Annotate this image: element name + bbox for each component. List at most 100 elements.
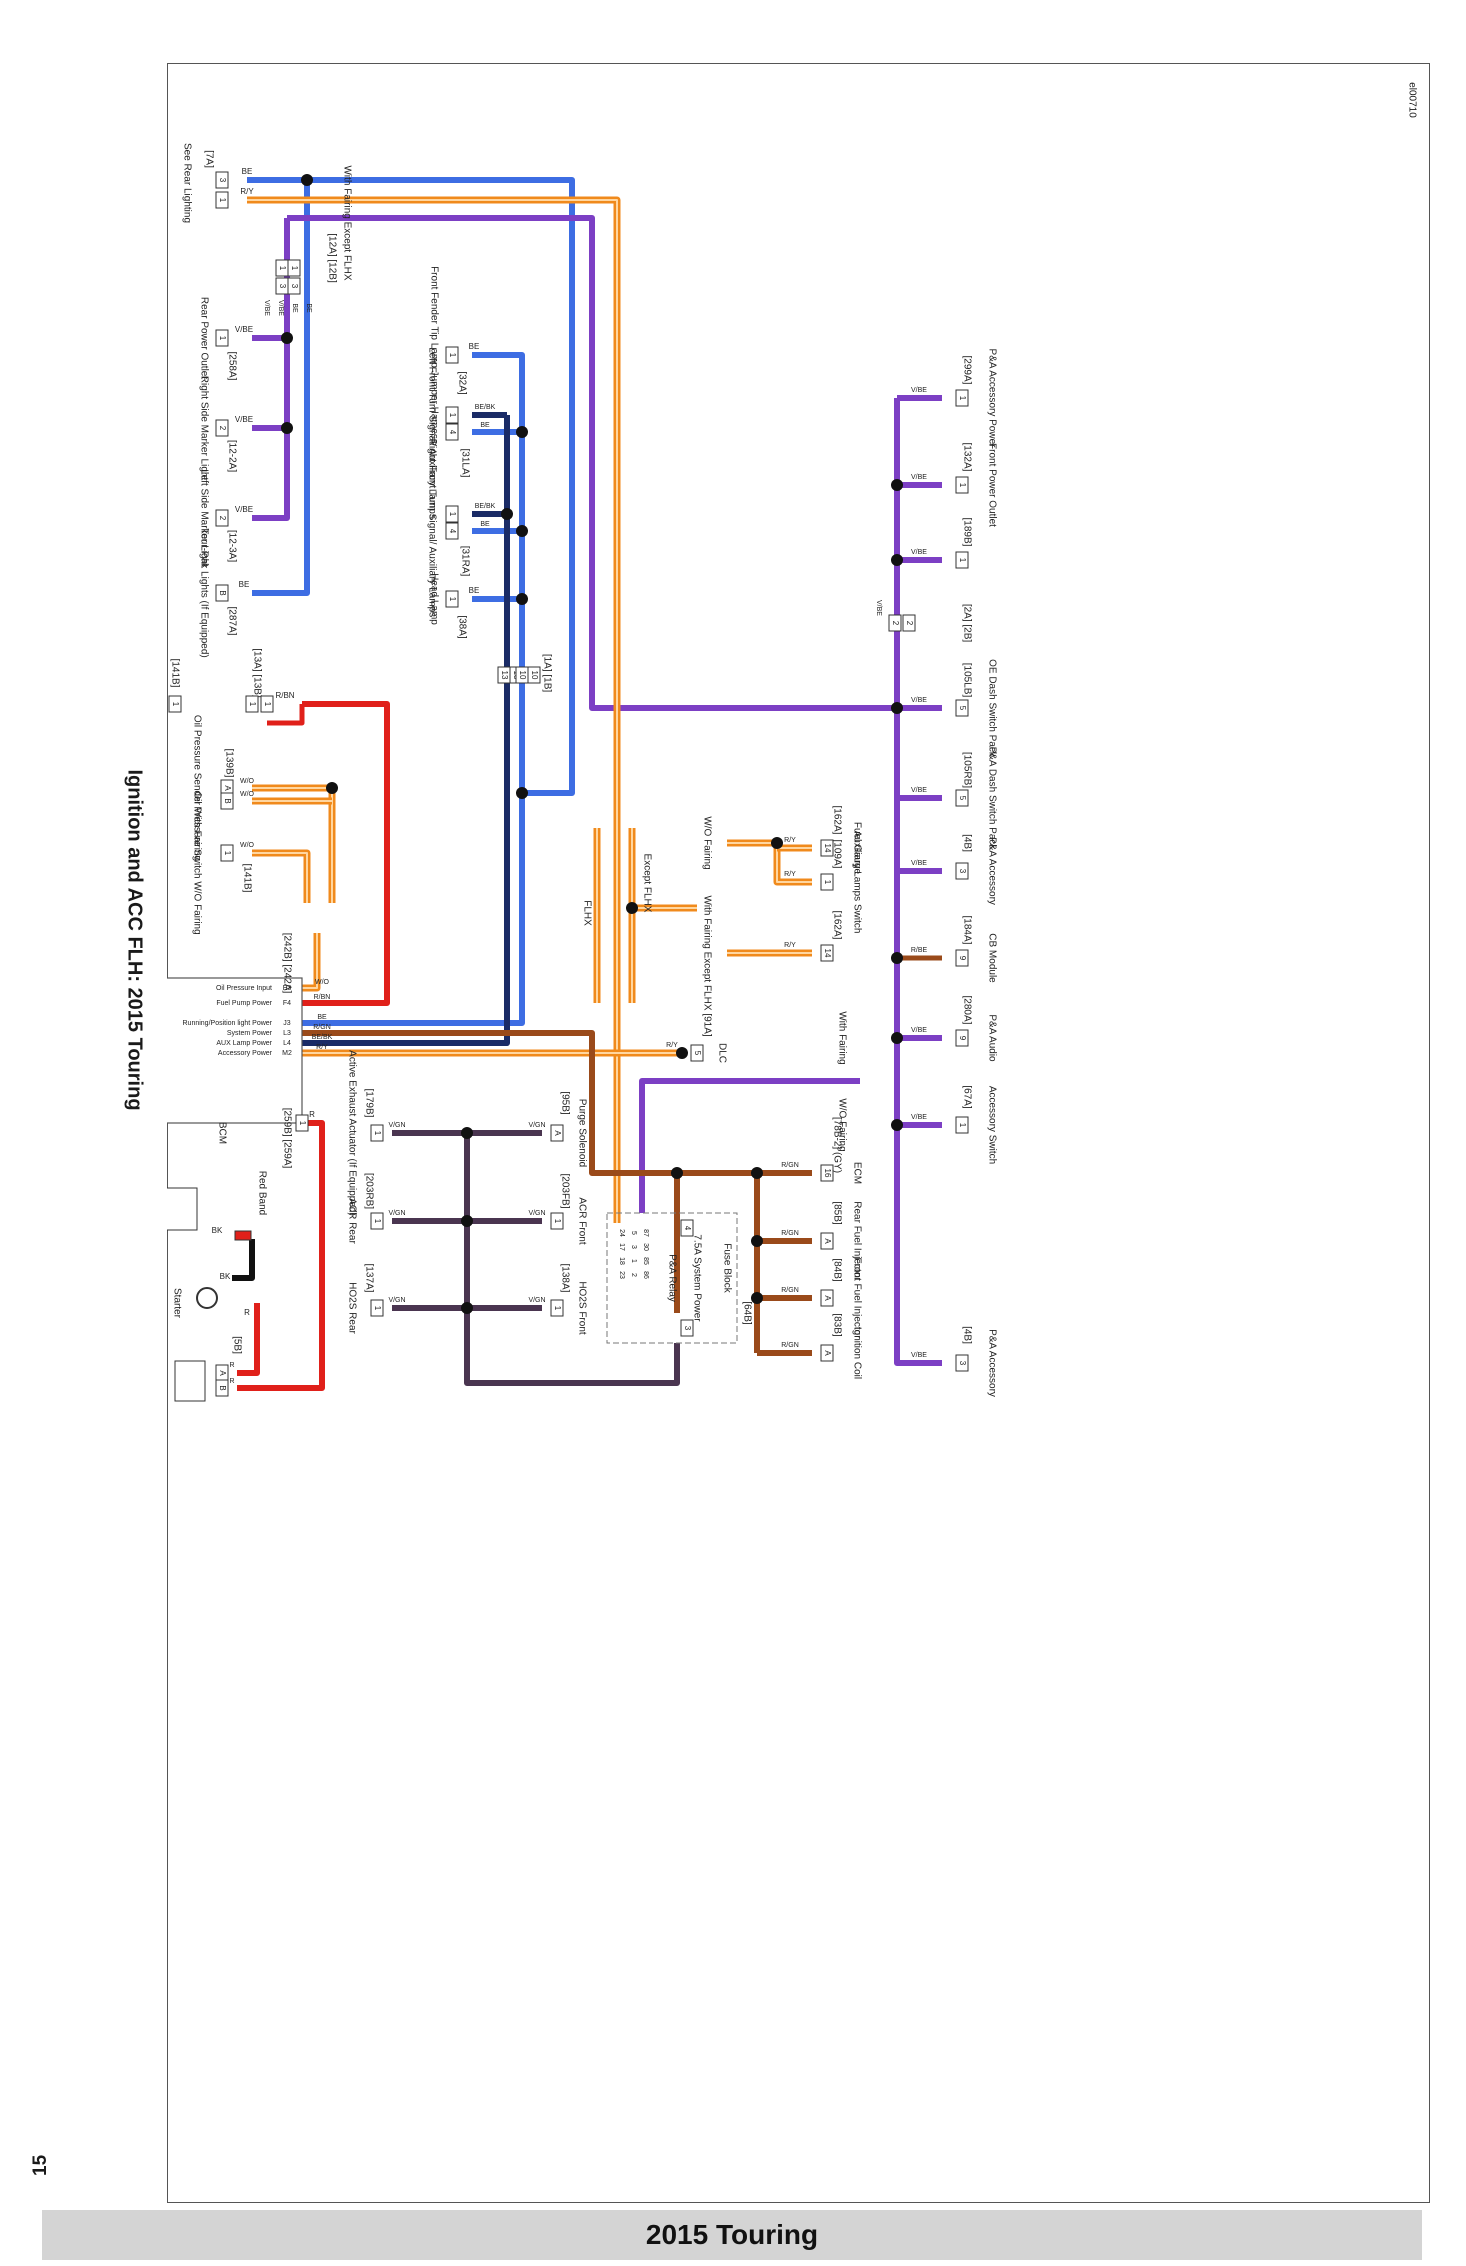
bcm-row-5-pin: M2 (282, 1050, 292, 1057)
right-front-turn-pin-1 (445, 505, 459, 523)
pa-accessory-4b-pin-label: 3 (958, 869, 967, 874)
purge-solenoid-pin-label: A (553, 1130, 562, 1136)
front-fender-tip-pin-label: 1 (448, 353, 457, 358)
conn-13ab-pin-a (245, 695, 259, 713)
tour-pak-pin-label: B (218, 590, 227, 595)
wire-wo-sender-stripe (252, 787, 333, 903)
ho2s-front-pin-label: 1 (553, 1306, 562, 1311)
splice-dot-3 (516, 426, 528, 438)
relay-pin-4: 3 (630, 1245, 637, 1249)
main-fuse-wire-b: R (229, 1378, 234, 1385)
wire-ry-rear-lighting-stripe (247, 199, 618, 1223)
accessory-switch-pin (955, 1116, 969, 1134)
aux-lamps-switch-conn: [109A] (831, 840, 842, 869)
bcm-row-2-wire: BE (317, 1014, 327, 1021)
right-side-marker-label: Right Side Marker Light (198, 376, 209, 481)
active-exhaust-pin-label: 1 (373, 1131, 382, 1136)
left-front-turn-pin-4-label: 4 (448, 430, 457, 435)
wire-rbn-fuel-pump (267, 704, 305, 726)
pa-accessory-power-pin-label: 1 (958, 396, 967, 401)
bcm-power-pin (295, 1114, 309, 1132)
front-fender-tip-label: Front Fender Tip Lamp Jumper Harness (428, 266, 439, 444)
rear-lighting-wire-ry: R/Y (240, 187, 254, 196)
main-fuse-symbol (174, 1360, 206, 1402)
bcm-row-2-pin: J3 (283, 1020, 291, 1027)
fairing-pin-1 (287, 259, 301, 277)
pa-audio-conn: [280A] (961, 996, 972, 1025)
wire-bebk-aux-lamp (302, 415, 510, 1046)
fairing-pin-3 (287, 277, 301, 295)
ho2s-front-pin (550, 1299, 564, 1317)
rear-fuel-injector-conn: [85B] (831, 1201, 842, 1225)
left-front-turn-label: Left Front Turn Signal/ Auxiliary Lamps (426, 347, 437, 519)
acr-front-pin-label: 1 (553, 1219, 562, 1224)
fuel-gauge-pin (820, 839, 834, 857)
head-lamp-pin (445, 590, 459, 608)
bcm-row-4-wire: BE/BK (312, 1034, 333, 1041)
fuse-block-fuse: 7.5A System Power (691, 1234, 702, 1322)
head-lamp-wire: BE (469, 586, 480, 595)
bcm-row-0-name: Oil Pressure Input (216, 985, 272, 992)
acr-front-wire: V/GN (528, 1210, 545, 1217)
tour-pak-label: Tour-Pak Lights (If Equipped) (198, 528, 209, 658)
splice-dot-15 (771, 837, 783, 849)
pa-audio-pin (955, 1029, 969, 1047)
bcm-row-3-pin: L3 (283, 1030, 291, 1037)
left-side-marker-pin (215, 509, 229, 527)
diagram-id: el00710 (1406, 82, 1418, 118)
aux-lamps-switch-pin-label: 1 (823, 880, 832, 885)
pa-accessory-power-conn: [299A] (961, 356, 972, 385)
starter-label: Starter (171, 1288, 182, 1319)
ho2s-rear-pin (370, 1299, 384, 1317)
oil-sender-wire-b: W/O (240, 791, 255, 798)
rear-lighting-conn: [7A] (203, 150, 214, 168)
rear-lighting-wire-be: BE (242, 167, 253, 176)
pa-accessory-4b-2-label: P&A Accessory (986, 1329, 997, 1397)
relay-pin-11: 86 (642, 1271, 649, 1279)
wire-vbe-markers (252, 218, 290, 521)
wire-vgn-loop (392, 1130, 680, 1386)
rear-power-outlet-pin-label: 1 (218, 336, 227, 341)
fairing-pin-0-label: 1 (278, 266, 287, 271)
acr-rear-wire: V/GN (388, 1210, 405, 1217)
fairing-wire-0: V/BE (263, 300, 270, 316)
front-power-outlet-pin-label: 1 (958, 483, 967, 488)
fuse-block-relay: P&A Relay (666, 1254, 677, 1302)
starter-symbol (196, 1287, 218, 1309)
splice-dot-14 (891, 1119, 903, 1131)
pa-dash-switch-label: P&A Dash Switch Pack (986, 747, 997, 851)
conn-2ab-id: [2A] [2B] (961, 604, 972, 643)
splice-dot-16 (626, 902, 638, 914)
ecm-pin (820, 1164, 834, 1182)
red-band-marker (234, 1230, 252, 1241)
conn-189b-conn: [189B] (961, 518, 972, 547)
accessory-switch-wire: V/BE (911, 1114, 927, 1121)
oil-switch-conn: [141B] (241, 864, 252, 893)
acr-front-conn: [203FB] (559, 1173, 570, 1208)
splice-dot-4 (501, 508, 513, 520)
front-power-outlet-wire: V/BE (911, 474, 927, 481)
front-power-outlet-conn: [132A] (961, 443, 972, 472)
bcm-row-1-pin: F4 (283, 1000, 291, 1007)
fuel-gauge-pin-label: 14 (823, 844, 832, 853)
splice-dot-24 (461, 1302, 473, 1314)
bcm-conn: [242B] [242A] (281, 933, 292, 994)
active-exhaust-pin (370, 1124, 384, 1142)
accessory-switch-pin-label: 1 (958, 1123, 967, 1128)
note-wo-fairing: W/O Fairing (836, 1098, 847, 1151)
fairing-wire-2: BE (291, 303, 298, 313)
acr-front-label: ACR Front (576, 1197, 587, 1244)
pa-accessory-4b-2-pin (955, 1354, 969, 1372)
conn-189b-pin (955, 551, 969, 569)
page-footer: 2015 Touring (42, 2210, 1422, 2260)
rear-power-outlet-label: Rear Power Outlet (198, 297, 209, 379)
fuel-pump-conn: [141B] (169, 659, 180, 688)
bcm-row-0-pin: E3 (283, 985, 292, 992)
wire-rbn-bcm (302, 701, 390, 1006)
fuel-gauge-label: Fuel Gauge (851, 822, 862, 875)
conn-2ab-pin-a (888, 614, 902, 632)
acr-front-pin (550, 1212, 564, 1230)
rear-fuel-injector-pin (820, 1232, 834, 1250)
splice-dot-20 (751, 1235, 763, 1247)
wire-wo-switch (252, 849, 311, 903)
